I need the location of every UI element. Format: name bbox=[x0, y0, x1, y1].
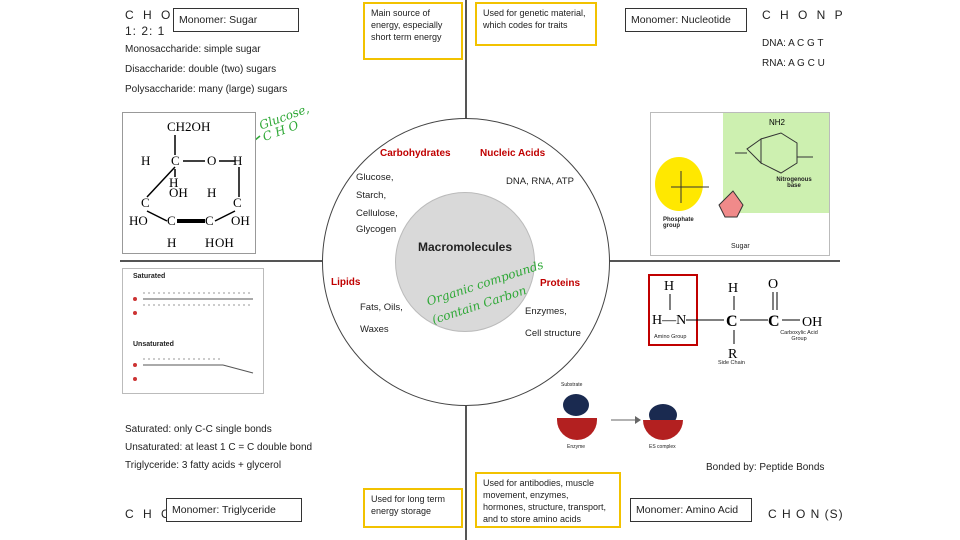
carb-item-2: Starch, bbox=[356, 190, 387, 201]
svg-text:H: H bbox=[207, 185, 216, 200]
svg-text:C: C bbox=[768, 313, 780, 330]
dna-bases: DNA: A C G T bbox=[762, 38, 824, 49]
svg-text:O: O bbox=[768, 277, 778, 292]
carb-function-box: Main source of energy, especially short … bbox=[363, 2, 463, 60]
enzyme-image: Substrate Enzyme ES complex bbox=[553, 380, 691, 456]
phosphate-group-label: Phosphate group bbox=[663, 217, 694, 229]
nucleic-acids-title: Nucleic Acids bbox=[480, 148, 546, 159]
nucleic-item-1: DNA, RNA, ATP bbox=[506, 176, 574, 187]
svg-text:R: R bbox=[728, 347, 738, 362]
svg-text:H—N: H—N bbox=[652, 313, 686, 328]
protein-function-box: Used for antibodies, muscle movement, en… bbox=[475, 472, 621, 528]
nucleic-monomer-box: Monomer: Nucleotide bbox=[625, 8, 747, 32]
amino-acid-image: H H—N H C C O OH R Amino Group Carboxyli… bbox=[640, 268, 832, 368]
carb-line-1: Monosaccharide: simple sugar bbox=[125, 44, 261, 55]
svg-text:H: H bbox=[205, 235, 214, 250]
enzyme-label: Enzyme bbox=[567, 444, 586, 450]
carbohydrates-title: Carbohydrates bbox=[380, 148, 451, 159]
saturated-label: Saturated bbox=[133, 273, 166, 280]
lipid-line-1: Saturated: only C-C single bonds bbox=[125, 424, 272, 435]
lipid-line-3: Triglyceride: 3 fatty acids + glycerol bbox=[125, 460, 282, 471]
amino-group-label: Amino Group bbox=[654, 334, 687, 340]
carboxylic-group-label: Carboxylic Acid Group bbox=[780, 330, 818, 342]
phosphate-highlight bbox=[655, 157, 703, 211]
center-label: Macromolecules bbox=[417, 240, 513, 254]
svg-text:C: C bbox=[171, 153, 180, 168]
lipid-elements: C H O bbox=[125, 507, 174, 521]
center-circle bbox=[395, 192, 535, 332]
svg-text:H: H bbox=[141, 153, 150, 168]
carb-line-3: Polysaccharide: many (large) sugars bbox=[125, 84, 288, 95]
svg-text:O: O bbox=[207, 153, 216, 168]
svg-text:HO: HO bbox=[129, 213, 148, 228]
svg-text:C: C bbox=[141, 195, 150, 210]
carb-item-4: Glycogen bbox=[356, 224, 397, 235]
rna-bases: RNA: A G C U bbox=[762, 58, 825, 69]
carb-item-1: Glucose, bbox=[356, 172, 394, 183]
unsaturated-label: Unsaturated bbox=[133, 341, 174, 348]
svg-text:H: H bbox=[728, 281, 738, 296]
proteins-title: Proteins bbox=[540, 278, 581, 289]
amino-group-highlight bbox=[648, 274, 698, 346]
svg-text:OH: OH bbox=[231, 213, 250, 228]
svg-text:C: C bbox=[726, 313, 738, 330]
svg-text:H: H bbox=[233, 153, 242, 168]
peptide-bonds-text: Bonded by: Peptide Bonds bbox=[706, 462, 825, 473]
nucleic-elements: C H O N P bbox=[762, 8, 846, 22]
svg-text:C: C bbox=[233, 195, 242, 210]
svg-text:OH: OH bbox=[169, 185, 188, 200]
substrate-shape bbox=[563, 394, 589, 416]
svg-text:OH: OH bbox=[215, 235, 234, 250]
es-complex-label: ES complex bbox=[649, 444, 676, 450]
enzyme-shape-left bbox=[557, 418, 597, 440]
svg-text:CH2OH: CH2OH bbox=[167, 119, 210, 134]
svg-text:H: H bbox=[664, 279, 674, 294]
svg-text:H: H bbox=[167, 235, 176, 250]
svg-text:C: C bbox=[167, 213, 176, 228]
reaction-arrow bbox=[611, 416, 641, 424]
protein-elements: C H O N (S) bbox=[768, 507, 844, 521]
nucleotide-image: NH2 Nitrogenous base Phosphate group Sug… bbox=[650, 112, 830, 256]
svg-text:H: H bbox=[169, 175, 178, 190]
fatty-acid-chains bbox=[133, 292, 254, 381]
nucleic-function-box: Used for genetic material, which codes f… bbox=[475, 2, 597, 46]
fatty-acid-image: Saturated Unsaturated bbox=[122, 268, 264, 394]
amino-acid-structure: H H—N H C C O OH R bbox=[652, 277, 822, 362]
svg-text:NH2: NH2 bbox=[769, 118, 786, 127]
protein-monomer-box: Monomer: Amino Acid bbox=[630, 498, 752, 522]
side-chain-label: Side Chain bbox=[718, 360, 745, 366]
glucose-structure-image: CH2OH H O H C H C OH H C HO C C OH H H O… bbox=[122, 112, 256, 254]
svg-text:C: C bbox=[205, 213, 214, 228]
svg-text:OH: OH bbox=[802, 315, 822, 330]
substrate-label: Substrate bbox=[561, 382, 583, 388]
lipid-function-box: Used for long term energy storage bbox=[363, 488, 463, 528]
lipid-line-2: Unsaturated: at least 1 C = C double bon… bbox=[125, 442, 313, 453]
carb-ratio: 1: 2: 1 bbox=[125, 24, 166, 38]
protein-item-1: Enzymes, bbox=[525, 306, 567, 317]
protein-item-2: Cell structure bbox=[525, 328, 581, 339]
lipid-monomer-box: Monomer: Triglyceride bbox=[166, 498, 302, 522]
nitrogenous-base-highlight bbox=[723, 113, 829, 213]
nitrogenous-base-label: Nitrogenous base bbox=[776, 177, 812, 189]
lipid-item-2: Waxes bbox=[360, 324, 389, 335]
carb-monomer-box: Monomer: Sugar bbox=[173, 8, 299, 32]
carb-elements: C H O bbox=[125, 8, 174, 22]
sugar-label: Sugar bbox=[731, 243, 750, 250]
lipid-item-1: Fats, Oils, bbox=[360, 302, 403, 313]
carb-item-3: Cellulose, bbox=[356, 208, 398, 219]
glucose-ring-diagram: CH2OH H O H C H C OH H C HO C C OH H H O… bbox=[129, 119, 250, 250]
es-complex-enzyme bbox=[643, 420, 683, 440]
carb-line-2: Disaccharide: double (two) sugars bbox=[125, 64, 277, 75]
nucleotide-structure: NH2 bbox=[671, 118, 813, 218]
lipids-title: Lipids bbox=[331, 277, 361, 288]
